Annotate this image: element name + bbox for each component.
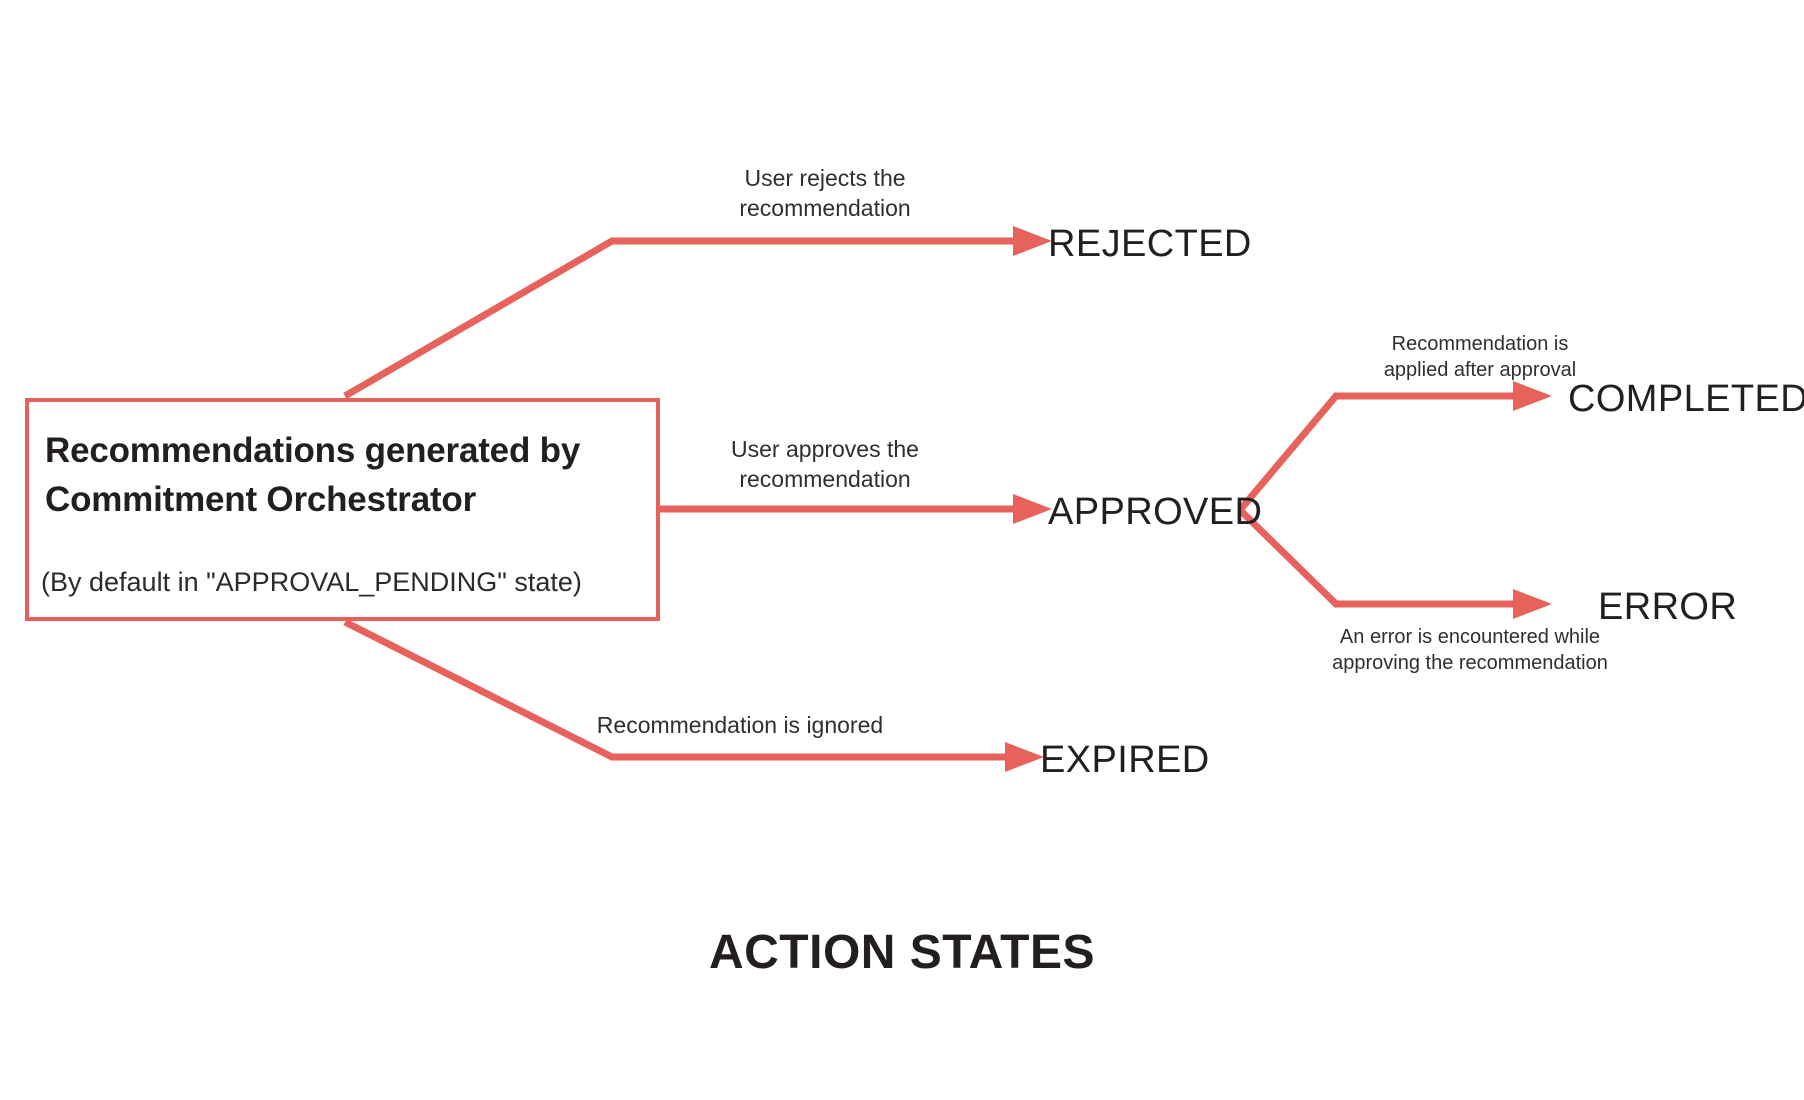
arrowhead-to-expired (1005, 742, 1044, 772)
recommendations-source-box: Recommendations generated by Commitment … (25, 398, 660, 621)
state-label-rejected: REJECTED (1048, 223, 1252, 265)
edge-label-to-completed: Recommendation is applied after approval (1383, 333, 1577, 382)
connector-line-to-expired (343, 618, 1005, 761)
state-label-approved: APPROVED (1048, 491, 1263, 533)
edge-label-to-approved: User approves the recommendation (731, 436, 919, 493)
source-box-headline: Recommendations generated by Commitment … (45, 431, 581, 519)
source-box-subline: (By default in "APPROVAL_PENDING" state) (41, 567, 582, 597)
connector-line-to-error (1237, 507, 1513, 608)
connector-line-to-rejected (343, 237, 1013, 400)
connector-line-to-completed (1237, 392, 1513, 513)
edge-label-to-expired: Recommendation is ignored (596, 712, 884, 738)
arrowhead-to-rejected (1013, 226, 1052, 256)
connector-to-completed (1237, 381, 1552, 513)
connector-to-rejected (343, 226, 1052, 400)
edge-label-to-rejected: User rejects the recommendation (739, 165, 911, 222)
state-label-expired: EXPIRED (1040, 739, 1210, 781)
arrowhead-to-error (1513, 589, 1552, 619)
diagram-title: ACTION STATES (708, 926, 1096, 979)
connector-to-expired (343, 618, 1044, 772)
connector-to-error (1237, 507, 1552, 619)
state-label-completed: COMPLETED (1568, 378, 1804, 420)
arrowhead-to-approved (1013, 494, 1052, 524)
arrowhead-to-completed (1513, 381, 1552, 411)
state-label-error: ERROR (1598, 586, 1738, 628)
connector-to-approved (660, 494, 1052, 524)
edge-label-to-error: An error is encountered while approving … (1332, 626, 1608, 675)
